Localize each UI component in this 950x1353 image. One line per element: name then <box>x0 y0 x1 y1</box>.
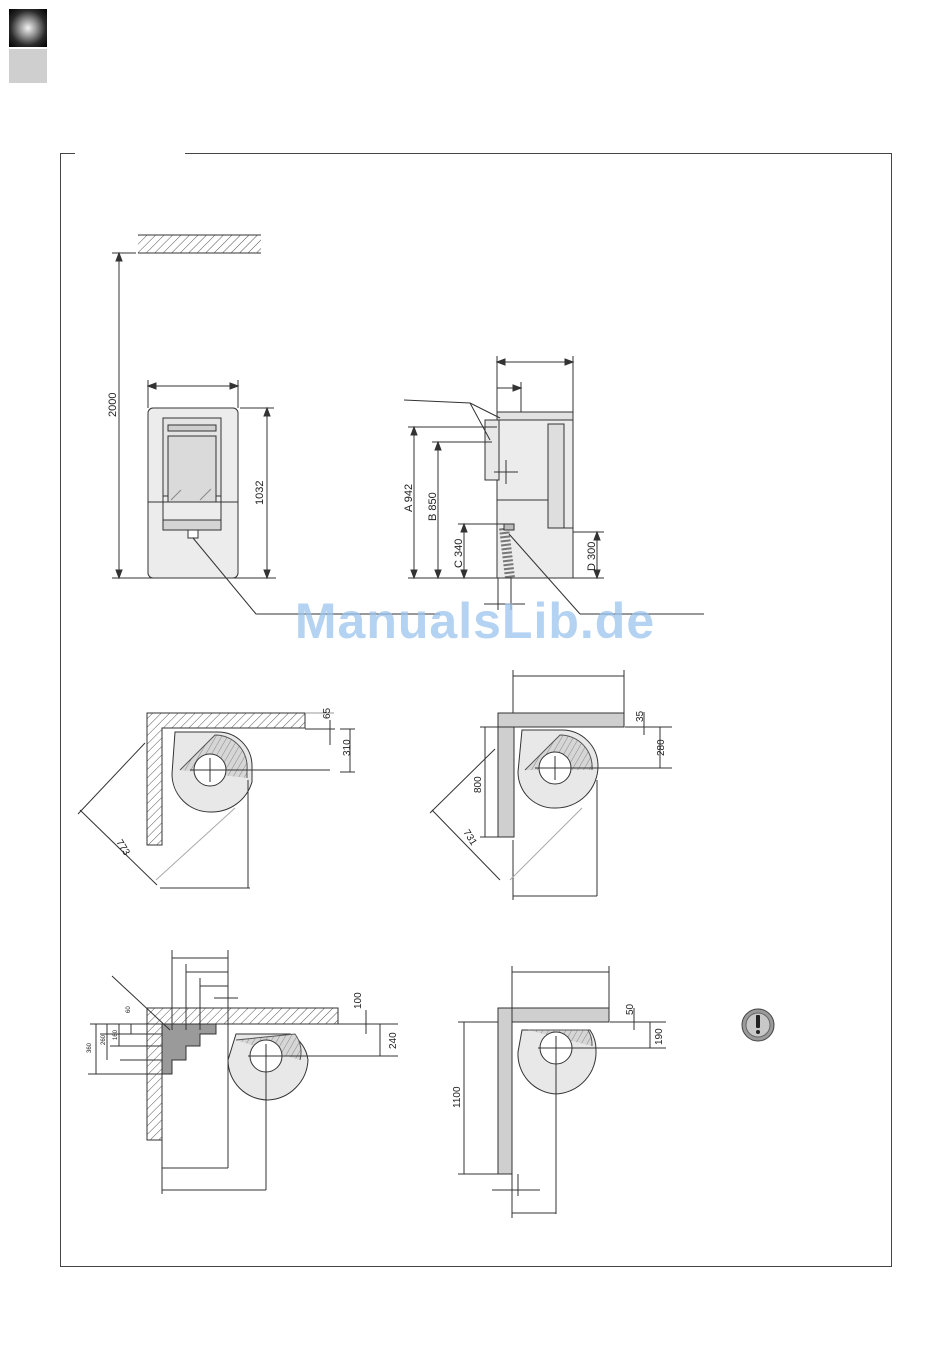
label-step-260: 260 <box>101 1034 107 1045</box>
corner-45-plan <box>78 713 355 888</box>
stove-glass-door <box>168 436 216 502</box>
label-wall-depth: 190 <box>654 1028 665 1045</box>
label-offset-gap: 35 <box>635 710 646 722</box>
label-height-total: 2000 <box>107 393 119 417</box>
label-height-stove: 1032 <box>254 481 266 505</box>
label-step-160: 160 <box>113 1029 119 1040</box>
label-C: C 340 <box>453 539 465 568</box>
label-step-60: 60 <box>126 1006 132 1013</box>
label-offset-depth: 280 <box>656 739 667 756</box>
label-stepped-top: 100 <box>353 992 364 1009</box>
corner-wall-plan <box>458 966 666 1218</box>
exclamation-circle-icon <box>742 1009 774 1041</box>
label-B: B 850 <box>427 492 439 521</box>
side-view <box>404 356 704 614</box>
label-A: A 942 <box>403 484 415 512</box>
label-45-gap: 65 <box>322 707 333 719</box>
label-stepped-depth: 240 <box>388 1032 399 1049</box>
label-step-360: 360 <box>87 1042 93 1053</box>
label-45-diagonal: 773 <box>113 838 131 858</box>
corner-offset-plan <box>430 670 672 900</box>
label-D: D 300 <box>586 542 598 571</box>
watermark: ManualsLib.de <box>0 592 950 650</box>
front-view <box>112 235 440 614</box>
label-offset-side: 800 <box>473 776 484 793</box>
label-wall-side: 1100 <box>452 1086 463 1108</box>
corner-stepped-plan <box>88 950 398 1194</box>
label-offset-diagonal: 731 <box>460 828 478 848</box>
label-45-depth: 310 <box>342 739 353 756</box>
ceiling-hatch <box>138 235 261 253</box>
label-wall-top: 50 <box>625 1003 636 1015</box>
